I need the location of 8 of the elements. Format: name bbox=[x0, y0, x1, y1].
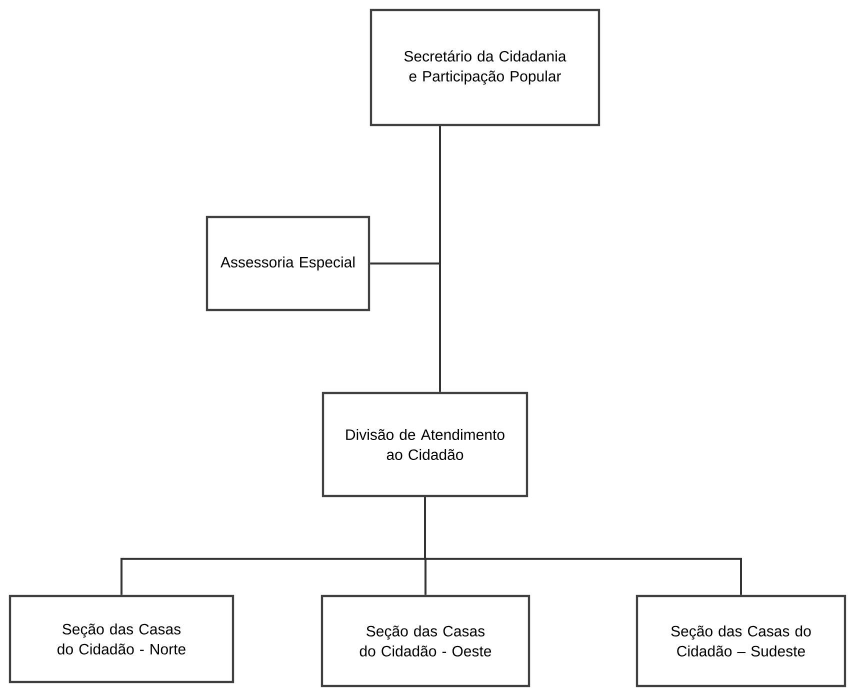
org-box: Divisão de Atendimento ao Cidadão bbox=[322, 392, 528, 498]
connector-line bbox=[424, 497, 742, 595]
org-box: Seção das Casas do Cidadão - Norte bbox=[8, 594, 234, 684]
org-box: Secretário da Cidadania e Participação Popular bbox=[370, 8, 600, 126]
org-box: Assessoria Especial bbox=[206, 216, 370, 312]
org-box: Seção das Casas do Cidadão - Oeste bbox=[320, 594, 530, 688]
connector-line bbox=[370, 126, 441, 264]
org-box: Seção das Casas do Cidadão – Sudeste bbox=[636, 594, 846, 688]
